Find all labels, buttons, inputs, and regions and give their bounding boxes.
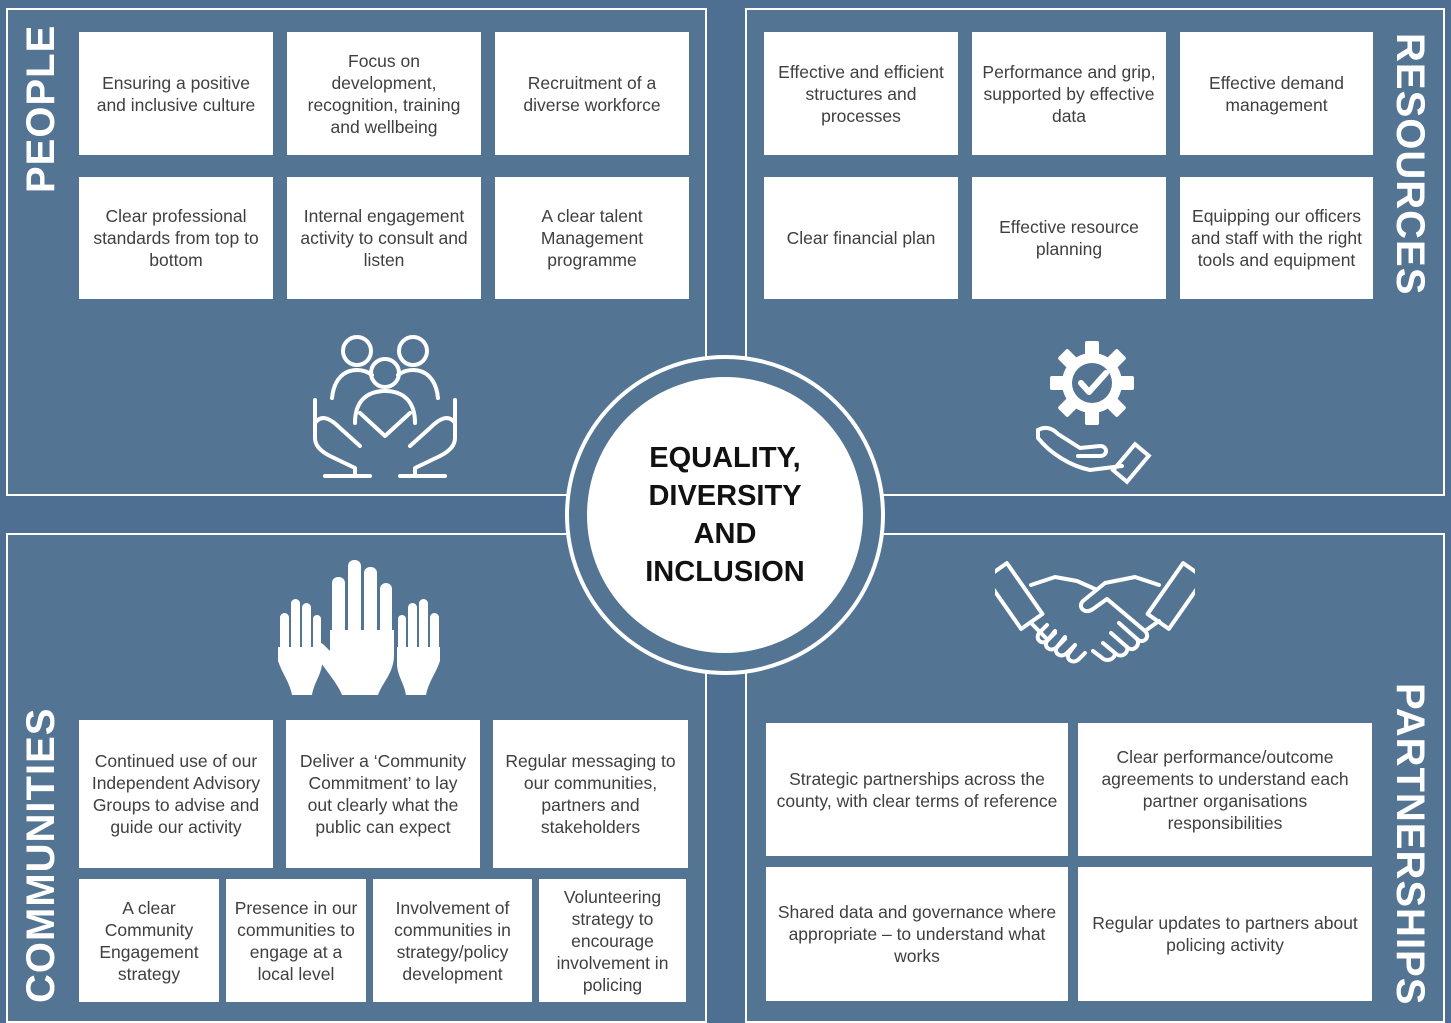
resources-card: Clear financial plan [764,177,958,299]
communities-card: A clear Community Engagement strategy [79,879,219,1002]
resources-card: Effective and efficient structures and p… [764,32,958,155]
people-card: A clear talent Management programme [495,177,689,299]
partnerships-card: Clear performance/outcome agreements to … [1078,723,1372,856]
raised-hands-icon [278,560,440,695]
people-in-hands-icon [313,335,457,478]
people-label: PEOPLE [19,24,63,193]
communities-card: Volunteering strategy to encourage invol… [539,879,686,1002]
partnerships-card: Regular updates to partners about polici… [1078,867,1372,1001]
partnerships-card: Strategic partnerships across the county… [766,723,1068,856]
people-card: Recruitment of a diverse workforce [495,32,689,155]
center-disc: EQUALITY, DIVERSITY AND INCLUSION [587,377,863,653]
gear-check-hand-icon [1036,341,1152,485]
center-title: EQUALITY, DIVERSITY AND INCLUSION [645,442,805,588]
communities-card: Continued use of our Independent Advisor… [79,720,273,868]
people-card: Focus on development, recognition, train… [287,32,481,155]
partnerships-label: PARTNERSHIPS [1388,683,1432,1006]
people-card: Internal engagement activity to consult … [287,177,481,299]
resources-card: Equipping our officers and staff with th… [1180,177,1373,299]
resources-card: Performance and grip, supported by effec… [972,32,1166,155]
partnerships-card: Shared data and governance where appropr… [766,867,1068,1001]
communities-card: Regular messaging to our communities, pa… [493,720,688,868]
communities-label: COMMUNITIES [19,707,63,1003]
communities-card: Presence in our communities to engage at… [226,879,366,1002]
communities-card: Involvement of communities in strategy/p… [373,879,532,1002]
resources-card: Effective demand management [1180,32,1373,155]
resources-card: Effective resource planning [972,177,1166,299]
people-card: Clear professional standards from top to… [79,177,273,299]
handshake-icon [995,561,1195,664]
communities-card: Deliver a ‘Community Commitment’ to lay … [286,720,480,868]
people-card: Ensuring a positive and inclusive cultur… [79,32,273,155]
resources-label: RESOURCES [1388,33,1432,296]
